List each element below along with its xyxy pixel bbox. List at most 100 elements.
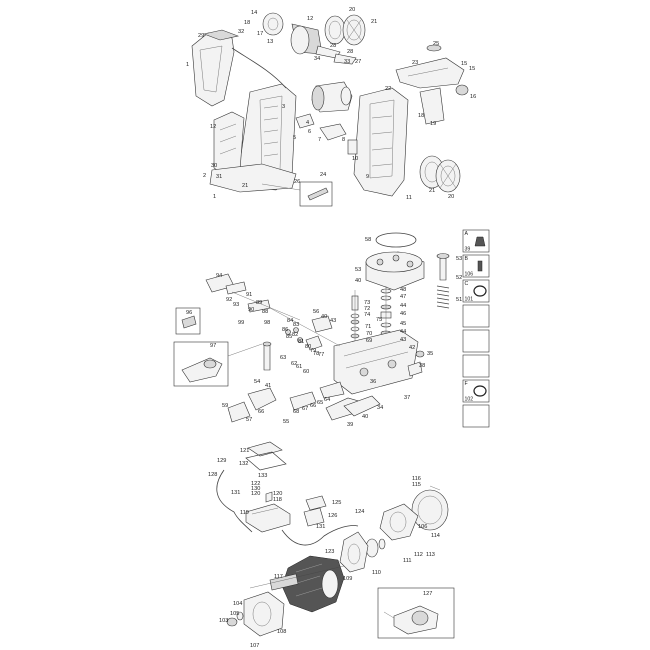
- part-callout-58: 58: [365, 237, 371, 243]
- part-callout-15: 15: [461, 61, 467, 67]
- part-callout-115: 115: [412, 482, 421, 488]
- capacitor-part: [305, 495, 327, 511]
- pin-icon: [477, 260, 483, 272]
- part-callout-123: 123: [325, 549, 334, 555]
- part-callout-2: 2: [203, 173, 206, 179]
- part-callout-20: 20: [349, 7, 355, 13]
- part-callout-13: 13: [267, 39, 273, 45]
- part-callout-23: 23: [412, 60, 418, 66]
- part-callout-10: 10: [352, 156, 358, 162]
- part-callout-69: 69: [366, 338, 372, 344]
- part-callout-34: 34: [314, 56, 320, 62]
- part-callout-61: 61: [296, 364, 302, 370]
- part-callout-52: 52: [456, 275, 462, 281]
- part-callout-68: 68: [293, 409, 299, 415]
- part-callout-103: 103: [219, 618, 228, 624]
- part-callout-94: 94: [216, 273, 222, 279]
- kit-box-number: 106: [465, 272, 474, 278]
- kit-box-letter: F: [465, 381, 468, 387]
- part-callout-3: 3: [282, 104, 285, 110]
- part-callout-4: 4: [306, 120, 309, 126]
- part-callout-45: 45: [400, 321, 406, 327]
- housing-section: [191, 12, 469, 207]
- part-callout-17: 17: [257, 31, 263, 37]
- o-ring-icon: [473, 385, 487, 397]
- part-callout-62: 62: [291, 361, 297, 367]
- part-callout-67: 67: [302, 406, 308, 412]
- fan-part: [379, 503, 419, 541]
- part-callout-9: 9: [366, 174, 369, 180]
- part-callout-133: 133: [258, 473, 267, 479]
- part-callout-28: 28: [347, 49, 353, 55]
- part-callout-105: 105: [230, 611, 239, 617]
- part-callout-55: 55: [283, 419, 289, 425]
- part-callout-40: 40: [355, 278, 361, 284]
- part-callout-122: 122: [251, 481, 260, 487]
- part-callout-39: 39: [347, 422, 353, 428]
- part-callout-1: 1: [213, 194, 216, 200]
- side-cover-part: [191, 32, 235, 107]
- part-callout-40: 40: [321, 314, 327, 320]
- end-bell-part: [339, 531, 369, 573]
- part-callout-60: 60: [303, 369, 309, 375]
- part-callout-40: 40: [362, 414, 368, 420]
- part-callout-29: 29: [198, 33, 204, 39]
- part-callout-106: 106: [418, 524, 427, 530]
- part-callout-130: 130: [251, 486, 260, 492]
- part-callout-131: 131: [316, 524, 325, 530]
- part-callout-7: 7: [318, 137, 321, 143]
- part-callout-129: 129: [217, 458, 226, 464]
- pump-block-part: [333, 329, 419, 395]
- part-callout-63: 63: [280, 355, 286, 361]
- part-callout-74: 74: [364, 312, 370, 318]
- kit-box-letter: B: [465, 256, 469, 262]
- part-callout-93: 93: [233, 302, 239, 308]
- part-callout-82: 82: [292, 332, 298, 338]
- part-callout-16: 16: [470, 94, 476, 100]
- part-callout-22: 22: [385, 86, 391, 92]
- part-callout-12: 12: [210, 124, 216, 130]
- kit-box-letter: C: [465, 281, 469, 287]
- part-callout-113: 113: [426, 552, 435, 558]
- part-callout-116: 116: [412, 476, 421, 482]
- part-callout-120: 120: [273, 491, 282, 497]
- part-callout-75: 75: [376, 317, 382, 323]
- wheel-top-a: [324, 15, 346, 45]
- part-callout-33: 33: [344, 59, 350, 65]
- part-callout-72: 72: [364, 306, 370, 312]
- part-callout-89: 89: [256, 300, 262, 306]
- part-callout-19: 19: [430, 121, 436, 127]
- part-callout-24: 24: [320, 172, 326, 178]
- part-callout-26: 26: [294, 179, 300, 185]
- part-callout-97: 97: [210, 343, 216, 349]
- part-callout-66: 66: [258, 409, 264, 415]
- part-callout-38: 38: [419, 363, 425, 369]
- terminal-box-part: [245, 503, 291, 533]
- part-callout-64: 64: [324, 397, 330, 403]
- reel-disc-part: [262, 12, 284, 36]
- part-callout-21: 21: [429, 188, 435, 194]
- part-callout-111: 111: [403, 558, 412, 564]
- part-callout-1: 1: [186, 62, 189, 68]
- part-callout-56: 56: [313, 309, 319, 315]
- bracket-part-b: [333, 53, 357, 65]
- part-callout-37: 37: [404, 395, 410, 401]
- part-callout-51: 51: [456, 297, 462, 303]
- part-callout-36: 36: [370, 379, 376, 385]
- nozzle-icon: [474, 236, 486, 247]
- side-bracket-part: [419, 87, 445, 125]
- part-callout-70: 70: [366, 331, 372, 337]
- capacitor-part-b: [303, 507, 325, 527]
- part-callout-8: 8: [342, 137, 345, 143]
- rotor-part: [269, 573, 299, 591]
- part-callout-6: 6: [308, 129, 311, 135]
- spring-part: [436, 285, 450, 309]
- power-cable-line: [216, 469, 253, 533]
- part-callout-42: 42: [409, 345, 415, 351]
- part-callout-21: 21: [242, 183, 248, 189]
- part-callout-117: 117: [274, 574, 283, 580]
- pump-section: [173, 232, 450, 423]
- part-callout-132: 132: [239, 461, 248, 467]
